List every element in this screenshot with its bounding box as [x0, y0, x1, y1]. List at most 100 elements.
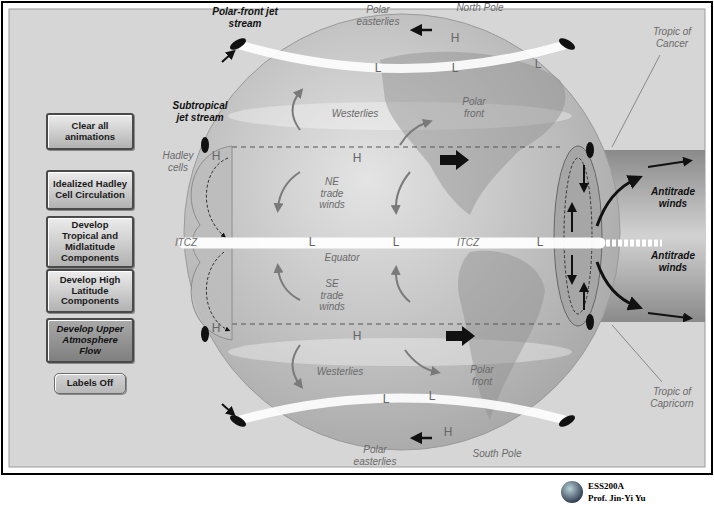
menu-button: Labels Off	[54, 373, 126, 394]
label-anchor: L	[535, 58, 542, 71]
pressure-symbol: L	[452, 62, 459, 75]
globe-label: Westerlies	[317, 366, 364, 378]
wind-arrow	[278, 172, 300, 208]
button-label: Develop Upper Atmosphere Flow	[52, 324, 128, 357]
leader-line	[612, 325, 662, 382]
button-label: Develop Tropical and Midlatitude Compone…	[52, 220, 128, 264]
pressure-symbol: H	[212, 322, 221, 335]
hadley-loop	[206, 252, 228, 330]
wind-arrow	[396, 172, 410, 210]
slide-frame	[2, 2, 712, 474]
label-anchor: H	[444, 426, 453, 439]
north-america	[380, 52, 565, 215]
label-anchor: NE trade winds	[314, 176, 350, 211]
pressure-symbol: L	[535, 58, 542, 71]
globe-label: SE trade winds	[314, 278, 350, 313]
cell-arrow	[583, 287, 585, 310]
label-anchor: H	[353, 152, 362, 165]
jet-label: Antitrade winds	[646, 250, 701, 273]
pressure-symbol: L	[537, 236, 544, 249]
globe-label: Polar easterlies	[345, 444, 405, 467]
easterly-arrow	[416, 437, 432, 440]
label-anchor: ESS200A	[588, 481, 624, 492]
label-anchor: L	[375, 62, 382, 75]
label-anchor: H	[353, 330, 362, 343]
earth-icon	[561, 481, 583, 503]
polar-jet	[240, 45, 565, 69]
label-anchor: Polar front	[464, 364, 500, 387]
globe-label: Polar easterlies	[348, 4, 408, 27]
jet-label: Polar-front jet stream	[210, 6, 280, 29]
wind-arrow	[396, 270, 410, 302]
jet-label: Antitrade winds	[646, 186, 701, 209]
cell-arrow	[571, 207, 573, 232]
jet-core	[228, 36, 248, 52]
button-label: Labels Off	[67, 378, 113, 389]
label-anchor: Hadley cells	[156, 150, 201, 173]
button-label: Develop High Latitude Components	[52, 275, 128, 308]
globe-label: NE trade winds	[314, 176, 350, 211]
globe-label: Polar front	[456, 96, 492, 119]
label-anchor: L	[452, 62, 459, 75]
flow-arrow	[446, 326, 475, 346]
jet-arrow	[222, 53, 232, 62]
menu-button: Develop High Latitude Components	[46, 269, 134, 313]
jet-arrow	[222, 404, 232, 413]
label-anchor: L	[429, 390, 436, 403]
label-anchor: H	[212, 322, 221, 335]
globe-label: ITCZ	[175, 237, 197, 249]
jet-core	[586, 142, 594, 158]
antitrade-arrow	[648, 313, 688, 318]
globe-label: Polar front	[464, 364, 500, 387]
menu-button: Develop Tropical and Midlatitude Compone…	[46, 216, 134, 268]
globe	[184, 14, 620, 450]
pressure-symbol: H	[451, 32, 460, 45]
pressure-symbol: H	[444, 426, 453, 439]
globe-label: Westerlies	[332, 108, 379, 120]
globe-label: Hadley cells	[156, 150, 201, 173]
label-anchor: Polar easterlies	[345, 444, 405, 467]
easterly-arrow	[416, 29, 432, 32]
tropic-line	[232, 147, 560, 148]
button-label: Clear all animations	[52, 121, 128, 143]
cell-arrow	[571, 255, 573, 280]
pressure-symbol: H	[212, 150, 221, 163]
label-anchor: North Pole	[456, 2, 503, 14]
label-anchor: Westerlies	[317, 366, 364, 378]
footer-text: Prof. Jin-Yi Yu	[588, 493, 646, 504]
footer-text: ESS200A	[588, 481, 624, 492]
label-anchor: Prof. Jin-Yi Yu	[588, 493, 646, 504]
label-anchor: L	[537, 236, 544, 249]
label-anchor: Subtropical jet stream	[169, 100, 231, 123]
menu-button: Idealized Hadley Cell Circulation	[46, 170, 134, 210]
wind-arrow	[405, 350, 436, 372]
antitrade-arrow	[648, 161, 688, 167]
pressure-symbol: L	[309, 236, 316, 249]
button-label: Idealized Hadley Cell Circulation	[52, 179, 128, 201]
menu-button: Develop Upper Atmosphere Flow	[46, 318, 134, 363]
wind-arrow	[400, 122, 428, 145]
label-anchor: ITCZ	[175, 237, 197, 249]
hadley-cell	[554, 146, 602, 326]
label-anchor: South Pole	[473, 448, 522, 460]
label-anchor: Antitrade winds	[646, 186, 701, 209]
pressure-symbol: H	[353, 330, 362, 343]
label-anchor: Tropic of Cancer	[641, 26, 703, 49]
wind-arrow	[293, 92, 301, 130]
menu-button: Clear all animations	[46, 113, 134, 150]
wind-arrow	[293, 345, 301, 385]
jet-core	[201, 326, 209, 342]
label-anchor: Polar-front jet stream	[210, 6, 280, 29]
antitrade-arrow	[597, 262, 636, 306]
globe-label: Equator	[324, 252, 359, 264]
tropic-line	[232, 324, 560, 325]
pressure-symbol: L	[383, 393, 390, 406]
globe-label: Tropic of Capricorn	[637, 386, 707, 409]
label-anchor: L	[383, 393, 390, 406]
globe-label: Tropic of Cancer	[641, 26, 703, 49]
jet-core	[586, 314, 594, 330]
polar-jet	[240, 398, 565, 420]
label-anchor: Westerlies	[332, 108, 379, 120]
antitrade-arrow	[597, 179, 636, 226]
